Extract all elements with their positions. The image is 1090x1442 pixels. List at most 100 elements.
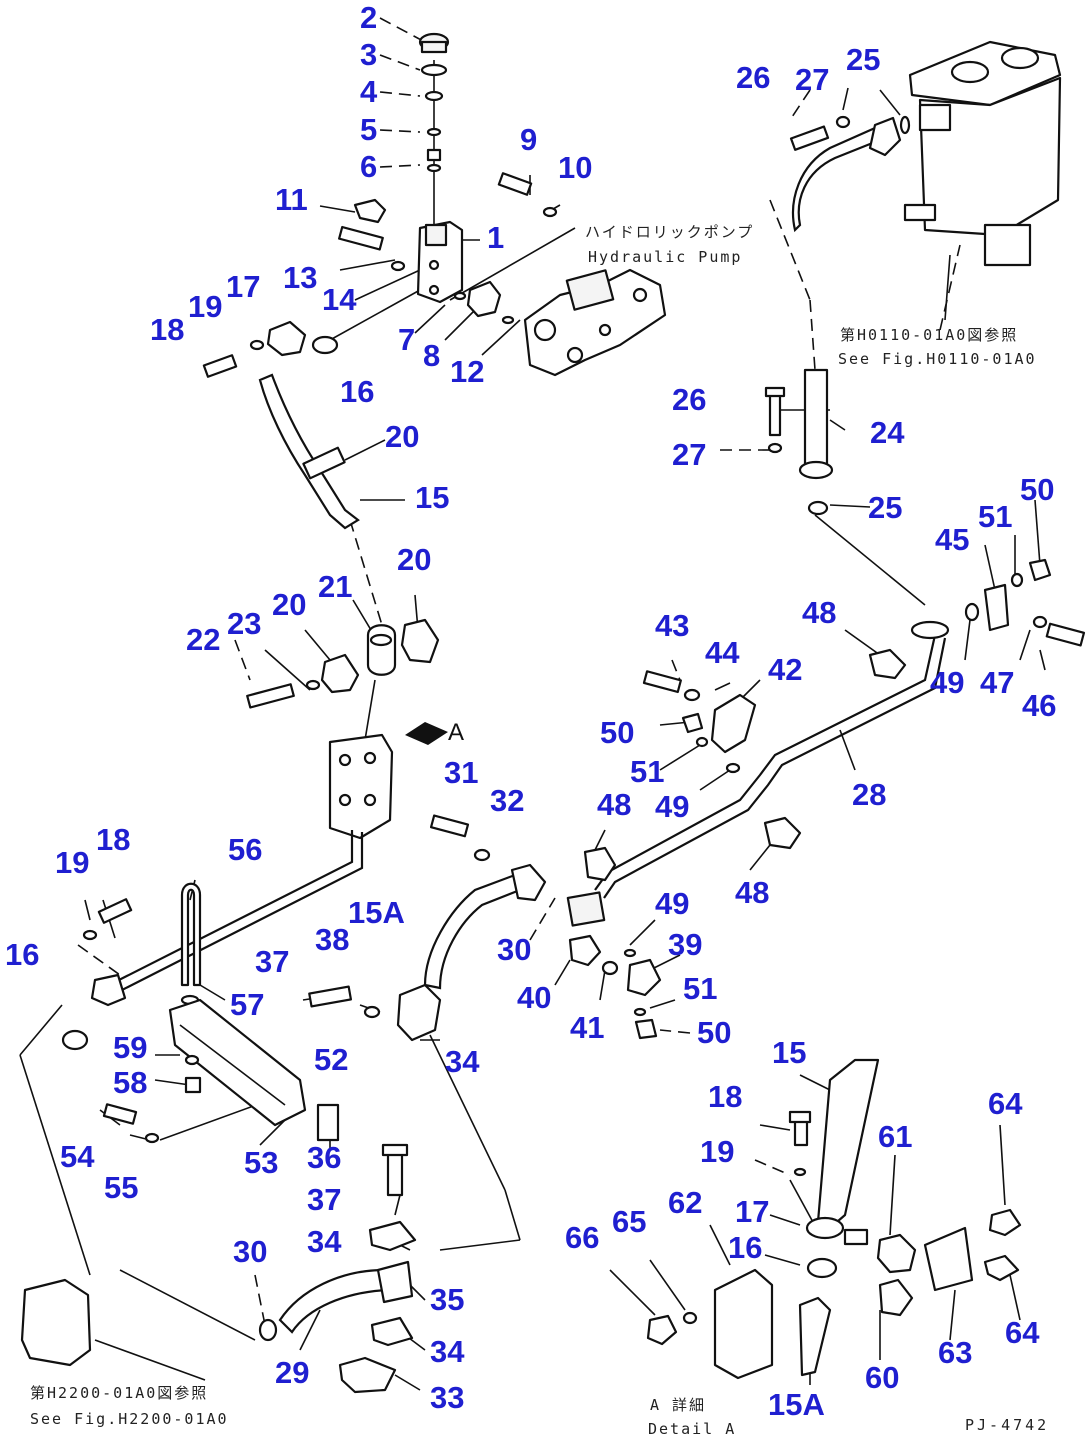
- clamp-part-60: [878, 1278, 914, 1317]
- ubolt-part-56: [180, 882, 202, 987]
- nut-part-58: [184, 1076, 202, 1094]
- callout-38: 38: [315, 922, 349, 957]
- clamp-part-64a: [988, 1208, 1022, 1237]
- callout-62: 62: [668, 1185, 702, 1220]
- callout-19a: 19: [188, 289, 222, 324]
- callout-41: 41: [570, 1010, 604, 1045]
- callout-34b: 34: [307, 1224, 342, 1259]
- callout-9: 9: [520, 122, 537, 157]
- callout-22: 22: [186, 622, 220, 657]
- pipe-end-28: [566, 891, 606, 927]
- callout-60: 60: [865, 1360, 899, 1395]
- bolt-head-37b: [381, 1143, 409, 1157]
- callout-34a: 34: [445, 1044, 480, 1079]
- clamp-part-17-detail: [805, 1216, 845, 1240]
- callout-11: 11: [275, 182, 308, 217]
- clamp-part-20c: [320, 653, 360, 694]
- callout-34c: 34: [430, 1334, 465, 1369]
- clamp-part-64b: [983, 1254, 1020, 1282]
- clamp-part-61: [876, 1233, 917, 1274]
- callout-40: 40: [517, 980, 551, 1015]
- washer-part-55: [144, 1132, 160, 1144]
- hose-part-15-detail: [816, 1058, 880, 1230]
- washer-part-10: [542, 206, 558, 218]
- cover-part-63: [923, 1226, 974, 1292]
- hydraulic-pump: [523, 268, 667, 377]
- oring-part-16-detail: [806, 1257, 838, 1279]
- bolt-part-46: [1045, 622, 1086, 647]
- bolt-part-13: [338, 225, 384, 251]
- callout-15A1: 15A: [348, 895, 405, 930]
- callout-51b: 51: [630, 754, 664, 789]
- bolt-part-31: [429, 814, 470, 838]
- callout-48b: 48: [735, 875, 769, 910]
- cap-body-part-2: [420, 40, 448, 54]
- washer-part-51c: [633, 1007, 647, 1017]
- washer-part-32: [473, 848, 491, 862]
- callout-49b: 49: [655, 789, 689, 824]
- washer-part-27a: [835, 115, 851, 129]
- callout-17a: 17: [226, 269, 260, 304]
- clamp-part-34b: [368, 1220, 417, 1252]
- callout-36: 36: [307, 1140, 341, 1175]
- ref-note-1-en: See Fig.H0110-01A0: [838, 350, 1037, 368]
- callout-20a: 20: [385, 419, 419, 454]
- callout-25b: 25: [868, 490, 902, 525]
- clamp-part-17: [266, 320, 307, 357]
- fitting-part-15A-detail: [798, 1296, 832, 1377]
- callout-45: 45: [935, 522, 969, 557]
- plate-part-36: [316, 1103, 340, 1142]
- callout-56: 56: [228, 832, 262, 867]
- callout-30b: 30: [233, 1234, 267, 1269]
- clamp-part-20a: [302, 446, 346, 480]
- callout-51a: 51: [978, 499, 1012, 534]
- callout-47: 47: [980, 665, 1014, 700]
- callout-50b: 50: [600, 715, 634, 750]
- callout-19b: 19: [55, 845, 89, 880]
- oring-part-7: [453, 291, 467, 301]
- callout-31: 31: [444, 755, 478, 790]
- nut-part-66: [646, 1314, 678, 1346]
- bracket-part-42: [710, 693, 757, 754]
- callout-42: 42: [768, 652, 802, 687]
- callout-49c: 49: [655, 886, 689, 921]
- pump-label-jp: ハイドロリックポンプ: [585, 223, 754, 241]
- pump-label-en: Hydraulic Pump: [588, 248, 742, 266]
- fitting-part-40: [568, 934, 602, 967]
- callout-15a: 15: [415, 480, 449, 515]
- callout-49a: 49: [930, 665, 964, 700]
- callout-23: 23: [227, 606, 261, 641]
- bolt-part-18: [202, 354, 238, 378]
- callout-2: 2: [360, 0, 377, 35]
- callout-19c: 19: [700, 1134, 734, 1169]
- callout-15b: 15: [772, 1035, 806, 1070]
- clamp-part-34a: [396, 983, 442, 1042]
- washer-part-65: [682, 1311, 698, 1325]
- washer-part-38: [363, 1005, 381, 1019]
- callout-46: 46: [1022, 688, 1056, 723]
- callout-44: 44: [705, 635, 740, 670]
- hose-part-15: [258, 373, 360, 530]
- callout-12: 12: [450, 354, 484, 389]
- callout-6: 6: [360, 149, 377, 184]
- callout-37b: 37: [307, 1182, 341, 1217]
- washer-part-44: [683, 688, 701, 702]
- callout-35: 35: [430, 1282, 464, 1317]
- ref-note-2-en: See Fig.H2200-01A0: [30, 1410, 229, 1428]
- oring-part-12: [501, 315, 515, 325]
- nut-part-50a: [1028, 558, 1052, 582]
- oring-part-16: [311, 335, 339, 355]
- fitting-part-21: [366, 624, 397, 676]
- callout-27b: 27: [672, 437, 706, 472]
- callout-54: 54: [60, 1139, 95, 1174]
- washer-part-23: [305, 679, 321, 691]
- callout-37a: 37: [255, 944, 289, 979]
- valve-top-part-1: [424, 223, 448, 247]
- clamp-part-48b: [763, 816, 802, 850]
- washer-part-59: [184, 1054, 200, 1066]
- callout-16b: 16: [5, 937, 39, 972]
- oring-part-25a: [899, 115, 911, 135]
- callout-16a: 16: [340, 374, 374, 409]
- callout-18a: 18: [150, 312, 184, 347]
